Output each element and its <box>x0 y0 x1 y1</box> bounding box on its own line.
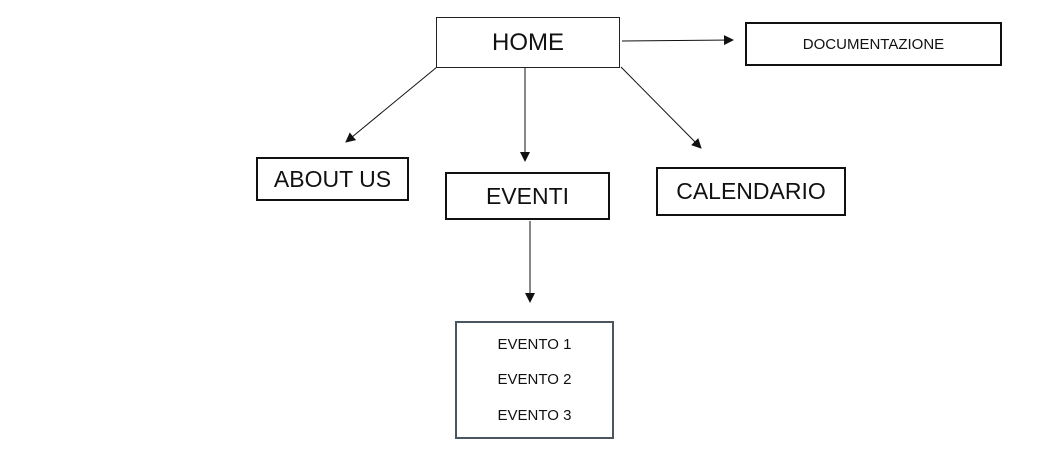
node-calendario-label: CALENDARIO <box>676 178 826 204</box>
node-about-us-label: ABOUT US <box>273 165 392 192</box>
node-eventi: EVENTI <box>445 172 610 220</box>
node-home-label: HOME <box>492 28 564 56</box>
evento-item: EVENTO 1 <box>497 336 572 354</box>
node-about-us: ABOUT US <box>256 157 409 201</box>
evento-item: EVENTO 2 <box>497 371 572 389</box>
edge-home-about-us <box>345 66 438 143</box>
edge-home-documentazione <box>621 35 734 46</box>
node-calendario: CALENDARIO <box>656 167 846 216</box>
node-eventi-list: EVENTO 1 EVENTO 2 EVENTO 3 <box>455 321 614 439</box>
edge-home-calendario <box>620 66 702 149</box>
node-documentazione: DOCUMENTAZIONE <box>745 22 1002 66</box>
node-home: HOME <box>436 17 620 68</box>
node-documentazione-label: DOCUMENTAZIONE <box>802 35 945 53</box>
evento-item: EVENTO 3 <box>497 406 572 424</box>
node-eventi-label: EVENTI <box>485 182 570 209</box>
